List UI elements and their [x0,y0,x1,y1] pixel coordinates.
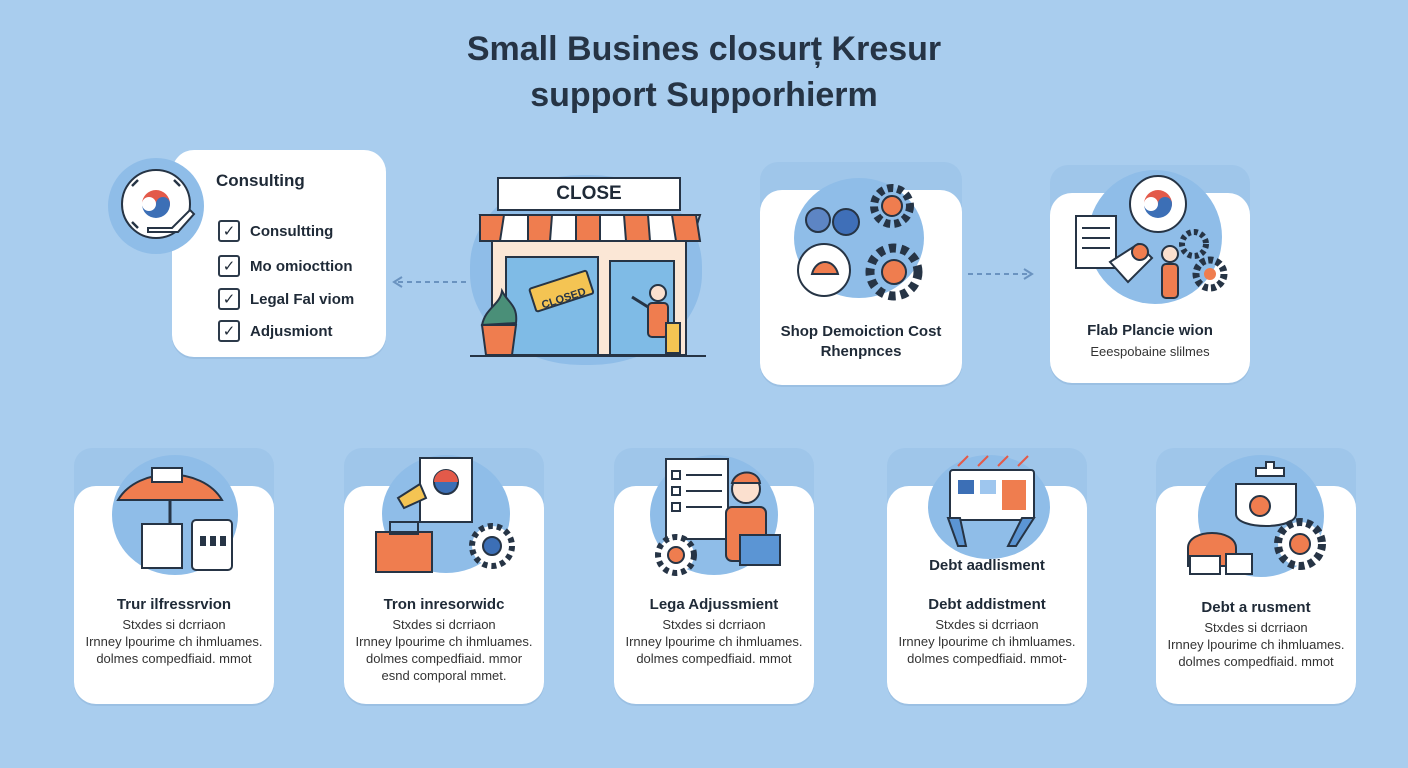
consulting-card [172,150,386,357]
card-description-line: Irnney lpourime ch ihmluames. [1167,637,1345,652]
arrow-left-icon [392,276,470,288]
title-line-1: Small Busines closurț Kresur [466,30,942,68]
card-title: Flab Plancie wion [1087,322,1213,339]
market-stall-icon [116,467,233,571]
card-description-line: Irnney lpourime ch ihmluames. [355,634,533,649]
checklist-item: ✓Adjusmiont [218,320,333,342]
checklist-item: ✓Legal Fal viom [218,288,354,310]
card-description-line: Stxdes si dcrriaon [122,617,226,632]
card-description-line: Stxdes si dcrriaon [935,617,1039,632]
card-subtitle: Eeespobaine slilmes [1090,344,1210,359]
card-description-line: dolmes compedfiaid. mmot [96,651,252,666]
card-description-line: Irnney lpourime ch ihmluames. [898,634,1076,649]
check-icon: ✓ [218,288,240,310]
card-description-line: esnd comporal mmet. [381,668,507,683]
documents-gears-icon [1075,175,1228,299]
card-description-line: Irnney lpourime ch ihmluames. [85,634,263,649]
card-header-label: Debt aadlisment [929,557,1045,574]
briefcase-gear-icon [1187,461,1326,575]
toolbox-document-icon [375,457,515,573]
page-title: Small Busines closurț Kresur support Su… [0,26,1408,118]
consulting-title: Consulting [216,171,305,190]
checklist-worker-icon [655,458,781,576]
check-icon: ✓ [218,255,240,277]
checklist-item: ✓Consultting [218,220,333,242]
card-description-line: Irnney lpourime ch ihmluames. [625,634,803,649]
card-description-line: Stxdes si dcrriaon [662,617,766,632]
card-title: Trur ilfressrvion [116,596,232,613]
card-title: Tron inresorwidc [383,596,505,613]
dashboard-people-icon [946,455,1036,547]
card-title: Lega Adjussmient [649,596,779,613]
card-description-line: dolmes compedfiaid. mmot- [907,651,1067,666]
gears-people-icon [797,184,923,301]
check-icon: ✓ [218,220,240,242]
card-description-line: dolmes compedfiaid. mmor [365,651,523,666]
card-title: Debt a rusment [1201,599,1311,616]
arrow-right-icon [968,268,1034,280]
card-title: Shop Demoiction Cost Rhenpnces [780,323,942,360]
close-sign: CLOSE [497,177,681,211]
card-description-line: dolmes compedfiaid. mmot [1178,654,1334,669]
closed-shop-illustration: CLOSED [470,214,706,357]
card-description-line: Stxdes si dcrriaon [1204,620,1308,635]
card-title: Debt addistment [928,596,1046,613]
taegeuk-flag-icon [121,169,196,239]
check-icon: ✓ [218,320,240,342]
title-line-2: support Supporhierm [530,76,878,114]
checklist-item: ✓Mo omiocttion [218,255,352,277]
card-description-line: Stxdes si dcrriaon [392,617,496,632]
card-description-line: dolmes compedfiaid. mmot [636,651,792,666]
